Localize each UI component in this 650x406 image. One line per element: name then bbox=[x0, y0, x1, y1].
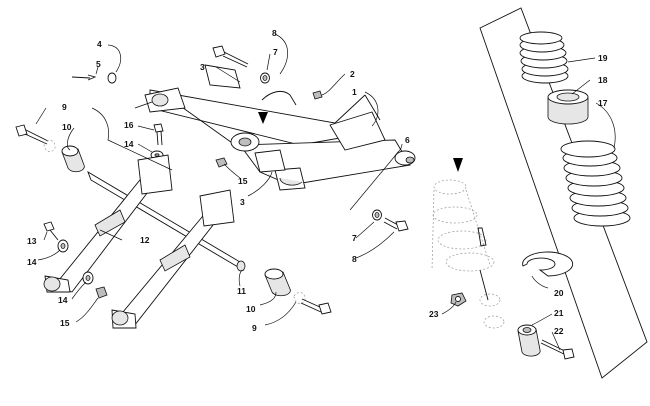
washer-14-left bbox=[57, 239, 69, 253]
swing-arm bbox=[134, 64, 416, 191]
callout-2: 2 bbox=[350, 69, 355, 79]
bolt-13 bbox=[43, 221, 59, 241]
bolt-8-right bbox=[383, 217, 409, 232]
callout-15-upper: 15 bbox=[238, 176, 248, 186]
callout-19: 19 bbox=[598, 53, 608, 63]
callout-3-lower: 3 bbox=[240, 197, 245, 207]
callout-6: 6 bbox=[405, 135, 410, 145]
callout-14-lower: 14 bbox=[58, 295, 68, 305]
upper-bolt bbox=[212, 45, 249, 68]
suspension-arm-right bbox=[111, 189, 235, 329]
callout-16: 16 bbox=[124, 120, 134, 130]
lower-spring bbox=[560, 140, 631, 227]
suspension-arm-left bbox=[43, 154, 173, 293]
callout-8-lower: 8 bbox=[352, 254, 357, 264]
plate bbox=[107, 72, 117, 84]
callout-18: 18 bbox=[598, 75, 608, 85]
callout-11: 11 bbox=[237, 286, 246, 296]
shock-absorber bbox=[431, 179, 505, 329]
callout-labels: 1 2 3 3 4 5 6 7 7 8 8 9 9 10 10 11 12 13… bbox=[27, 28, 608, 336]
nut-15-lower bbox=[95, 286, 108, 299]
callout-14-left: 14 bbox=[27, 257, 37, 267]
callout-20: 20 bbox=[554, 288, 564, 298]
spring-seat bbox=[547, 89, 589, 125]
nut-15-upper bbox=[215, 157, 228, 168]
callout-21: 21 bbox=[554, 308, 564, 318]
spring-retainer bbox=[522, 251, 574, 277]
callout-9-left: 9 bbox=[62, 102, 67, 112]
callout-17: 17 bbox=[598, 98, 608, 108]
bolt-16 bbox=[153, 123, 164, 146]
callout-23: 23 bbox=[429, 309, 439, 319]
shock-nut bbox=[450, 292, 467, 307]
callout-12: 12 bbox=[140, 235, 150, 245]
grease-fitting bbox=[312, 90, 323, 100]
shock-bushing bbox=[517, 324, 541, 357]
rivet bbox=[71, 74, 97, 81]
callout-13: 13 bbox=[27, 236, 37, 246]
callout-7-lower: 7 bbox=[352, 233, 357, 243]
callout-14-upper: 14 bbox=[124, 139, 134, 149]
callout-4: 4 bbox=[97, 39, 102, 49]
callout-8-upper: 8 bbox=[272, 28, 277, 38]
callout-7-upper: 7 bbox=[273, 47, 278, 57]
callout-9-right: 9 bbox=[252, 323, 257, 333]
leader-lines bbox=[35, 33, 616, 351]
bushing-10-right bbox=[264, 268, 291, 297]
callout-15-lower: 15 bbox=[60, 318, 70, 328]
callout-3-upper: 3 bbox=[200, 62, 205, 72]
upper-spring bbox=[519, 31, 569, 84]
shock-top-pointer bbox=[453, 158, 463, 172]
callout-1: 1 bbox=[352, 87, 357, 97]
bolt-9-right bbox=[293, 292, 332, 315]
callout-5: 5 bbox=[96, 59, 101, 69]
shock-mount-pointer bbox=[258, 112, 268, 124]
callout-10-left: 10 bbox=[62, 122, 72, 132]
callout-22: 22 bbox=[554, 326, 564, 336]
callout-10-right: 10 bbox=[246, 304, 256, 314]
bolt-9-left bbox=[15, 124, 56, 152]
washer-7-right bbox=[372, 209, 382, 221]
upper-washer bbox=[260, 72, 270, 84]
washer-14-lower bbox=[82, 271, 94, 285]
bushing-10-left bbox=[61, 145, 85, 173]
shock-bolt bbox=[540, 339, 575, 360]
